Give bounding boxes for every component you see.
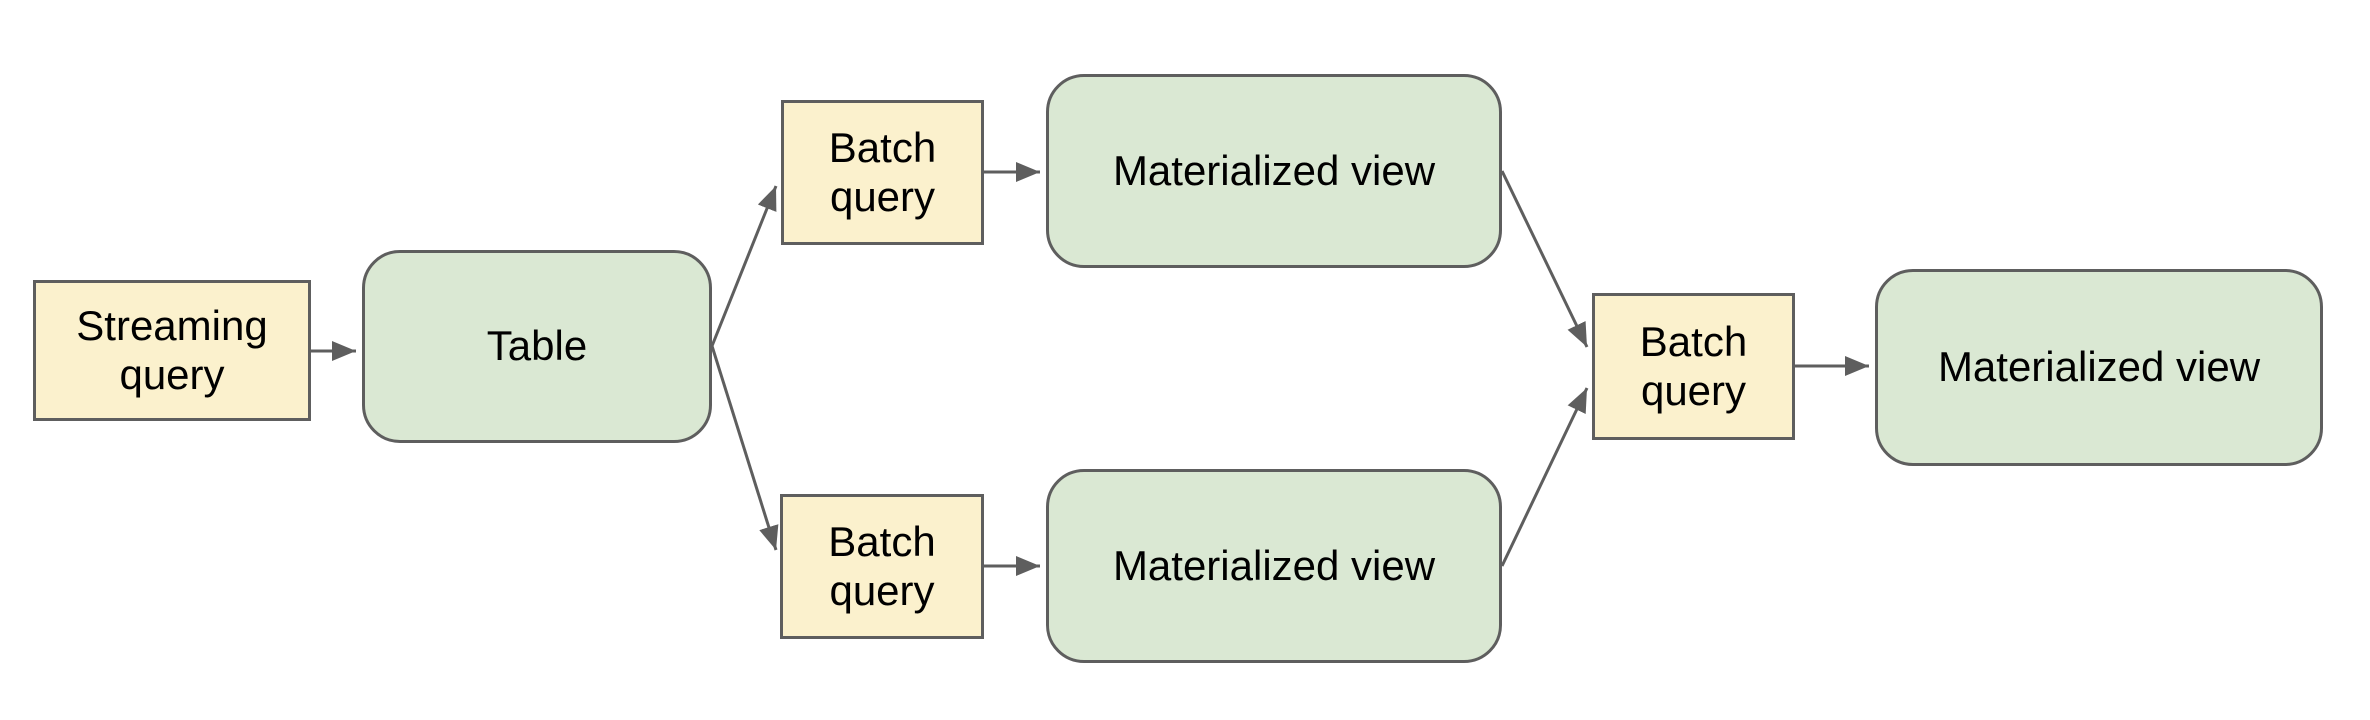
node-label: Table — [486, 322, 588, 370]
node-label: Batch query — [828, 518, 936, 614]
node-table: Table — [362, 250, 712, 443]
edge-materialized-view-top-to-batch-query-right — [1500, 170, 1589, 348]
node-label: Batch query — [828, 124, 937, 220]
edge-materialized-view-bottom-to-batch-query-right — [1500, 387, 1589, 567]
node-label: Materialized view — [1112, 146, 1436, 194]
node-batch-query-right: Batch query — [1592, 293, 1795, 440]
node-streaming-query: Streaming query — [33, 280, 311, 421]
node-label: Streaming query — [76, 302, 268, 398]
edge-table-to-batch-query-top — [710, 185, 778, 347]
node-batch-query-bottom: Batch query — [780, 494, 984, 639]
node-label: Batch query — [1639, 318, 1748, 414]
node-materialized-view-bottom: Materialized view — [1046, 469, 1502, 663]
edge-table-to-batch-query-bottom — [710, 345, 779, 551]
node-materialized-view-right: Materialized view — [1875, 269, 2323, 466]
node-label: Materialized view — [1112, 541, 1436, 589]
node-batch-query-top: Batch query — [781, 100, 984, 245]
node-materialized-view-top: Materialized view — [1046, 74, 1502, 268]
node-label: Materialized view — [1937, 343, 2261, 391]
